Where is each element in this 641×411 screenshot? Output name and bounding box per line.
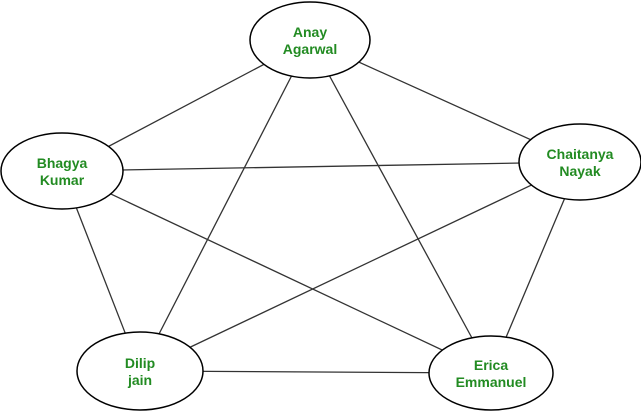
edge-chaitanya-dilip — [139, 161, 581, 372]
node-label-line2: Kumar — [40, 172, 85, 188]
node-ellipse-anay — [249, 1, 371, 79]
node-ellipse-bhagya — [0, 132, 124, 210]
node-ellipse-erica — [428, 335, 554, 411]
node-ellipse-dilip — [76, 331, 204, 411]
node-label-line2: Nayak — [559, 163, 600, 179]
edge-bhagya-erica — [61, 170, 492, 374]
edge-anay-dilip — [139, 39, 311, 372]
edges-layer — [61, 39, 581, 374]
edge-anay-erica — [309, 39, 492, 374]
node-label-line1: Bhagya — [37, 155, 88, 171]
node-label-line2: Emmanuel — [456, 374, 527, 390]
node-label-line2: jain — [127, 372, 152, 388]
node-ellipse-chaitanya — [518, 123, 641, 201]
node-label-line1: Dilip — [125, 355, 155, 371]
edge-bhagya-chaitanya — [61, 161, 581, 172]
node-label-line2: Agarwal — [283, 41, 337, 57]
node-label-line1: Chaitanya — [547, 146, 614, 162]
node-label-line1: Anay — [293, 24, 327, 40]
node-label-line1: Erica — [474, 357, 508, 373]
